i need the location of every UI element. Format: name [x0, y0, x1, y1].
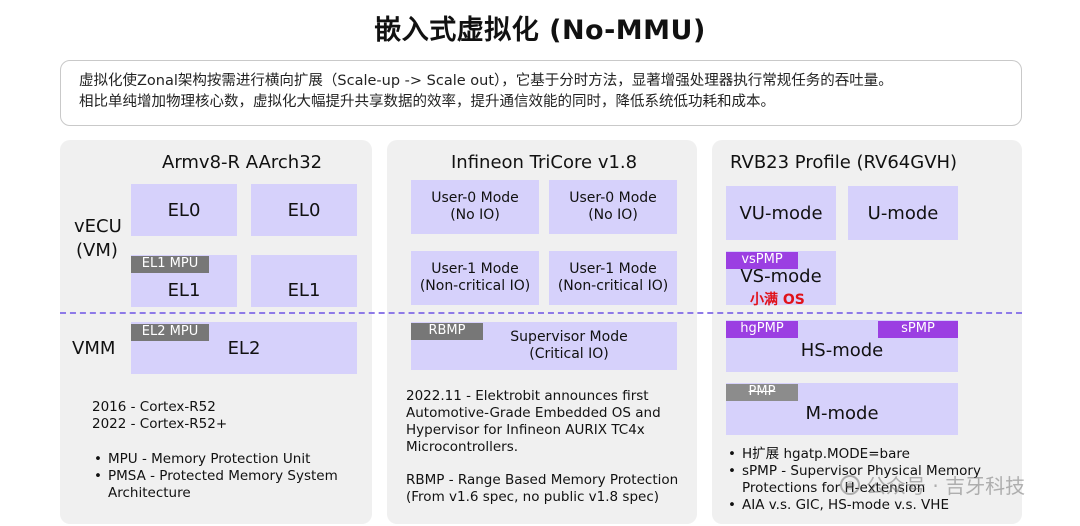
tricore-user1-a-line2: (Non-critical IO) [419, 278, 531, 294]
tricore-user1-a-line1: User-1 Mode [431, 261, 519, 277]
vmm-label: VMM [72, 338, 116, 359]
rvb-m-mode: M-mode [726, 383, 958, 435]
tricore-note-rbmp: RBMP - Range Based Memory Protection [406, 472, 679, 488]
vm-vmm-divider [60, 312, 1022, 314]
tricore-note-1: 2022.11 - Elektrobit announces first [406, 388, 649, 404]
intro-box: 虚拟化使Zonal架构按需进行横向扩展（Scale-up -> Scale ou… [60, 60, 1022, 126]
el2-mpu-tag: EL2 MPU [131, 324, 209, 341]
arm-bullets: MPU - Memory Protection Unit PMSA - Prot… [92, 451, 338, 502]
intro-line-2: 相比单纯增加物理核心数，虚拟化大幅提升共享数据的效率，提升通信效能的同时，降低系… [79, 94, 775, 110]
arm-bullet-pmsa: PMSA - Protected Memory System [92, 468, 338, 485]
tricore-user1-b-line1: User-1 Mode [569, 261, 657, 277]
tricore-note-spec: (From v1.6 spec, no public v1.8 spec) [406, 489, 660, 505]
tricore-notes-2: RBMP - Range Based Memory Protection (Fr… [406, 472, 678, 506]
intro-line-1: 虚拟化使Zonal架构按需进行横向扩展（Scale-up -> Scale ou… [79, 73, 893, 89]
rvb-u-mode: U-mode [848, 186, 958, 240]
vm-label: (VM) [76, 240, 118, 261]
tricore-user0-b: User-0 Mode (No IO) [549, 180, 677, 234]
tricore-note-2: Automotive-Grade Embedded OS and [406, 405, 661, 421]
tricore-user0-a: User-0 Mode (No IO) [411, 180, 539, 234]
page-title: 嵌入式虚拟化 (No-MMU) [374, 15, 706, 46]
tricore-user1-a: User-1 Mode (Non-critical IO) [411, 251, 539, 305]
arm-el0-a: EL0 [131, 184, 237, 236]
tricore-user1-b: User-1 Mode (Non-critical IO) [549, 251, 677, 305]
rvb-vs-mode-label: VS-mode [740, 266, 822, 287]
rvb-vu-mode: VU-mode [726, 186, 836, 240]
arm-el1-b: EL1 [251, 255, 357, 307]
tricore-notes: 2022.11 - Elektrobit announces first Aut… [406, 388, 661, 456]
rvb-bullet-spmp-cont: Protections for H-extension [742, 480, 926, 496]
rvb-bullet-h: H扩展 hgatp.MODE=bare [726, 446, 981, 463]
tricore-supervisor-line1: Supervisor Mode [510, 329, 628, 345]
arm-note-2: 2022 - Cortex-R52+ [92, 416, 228, 432]
wechat-icon: ◉ [840, 474, 860, 495]
hgpmp-tag: hgPMP [726, 321, 798, 338]
rbmp-tag: RBMP [411, 323, 483, 340]
arm-title: Armv8-R AArch32 [162, 152, 323, 173]
rvb-bullets: H扩展 hgatp.MODE=bare sPMP - Supervisor Ph… [726, 446, 981, 514]
tricore-user0-a-line2: (No IO) [450, 207, 500, 223]
vecu-label: vECU [74, 216, 122, 237]
tricore-user0-a-line1: User-0 Mode [431, 190, 519, 206]
spmp-tag: sPMP [878, 321, 958, 338]
tricore-supervisor-line2: (Critical IO) [529, 346, 609, 362]
tricore-note-3: Hypervisor for Infineon AURIX TC4x [406, 422, 645, 438]
tricore-user0-b-line2: (No IO) [588, 207, 638, 223]
el1-mpu-tag: EL1 MPU [131, 256, 209, 273]
rvb-bullet-spmp: sPMP - Supervisor Physical Memory [726, 463, 981, 480]
watermark-text: 公众号 · 吉牙科技 [866, 474, 1026, 498]
tricore-user1-b-line2: (Non-critical IO) [557, 278, 669, 294]
arm-notes: 2016 - Cortex-R52 2022 - Cortex-R52+ [92, 399, 227, 433]
tricore-user0-b-line1: User-0 Mode [569, 190, 657, 206]
vspmp-tag: vsPMP [726, 252, 798, 269]
arm-note-1: 2016 - Cortex-R52 [92, 399, 216, 415]
watermark: ◉ 公众号 · 吉牙科技 [840, 470, 1025, 499]
arm-el1-a-label: EL1 [167, 280, 201, 301]
tricore-supervisor: Supervisor Mode (Critical IO) [411, 322, 677, 370]
tricore-title: Infineon TriCore v1.8 [451, 152, 638, 173]
os-label: 小满 OS [750, 292, 805, 308]
rvb-bullet-aia: AIA v.s. GIC, HS-mode v.s. VHE [726, 497, 981, 514]
rvb-title: RVB23 Profile (RV64GVH) [730, 152, 958, 173]
tricore-note-4: Microcontrollers. [406, 439, 519, 455]
arm-bullet-pmsa-cont: Architecture [108, 485, 191, 501]
arm-el0-b: EL0 [251, 184, 357, 236]
pmp-tag: PMP [726, 384, 798, 401]
arm-el1-b-label: EL1 [287, 280, 321, 301]
arm-bullet-mpu: MPU - Memory Protection Unit [92, 451, 338, 468]
